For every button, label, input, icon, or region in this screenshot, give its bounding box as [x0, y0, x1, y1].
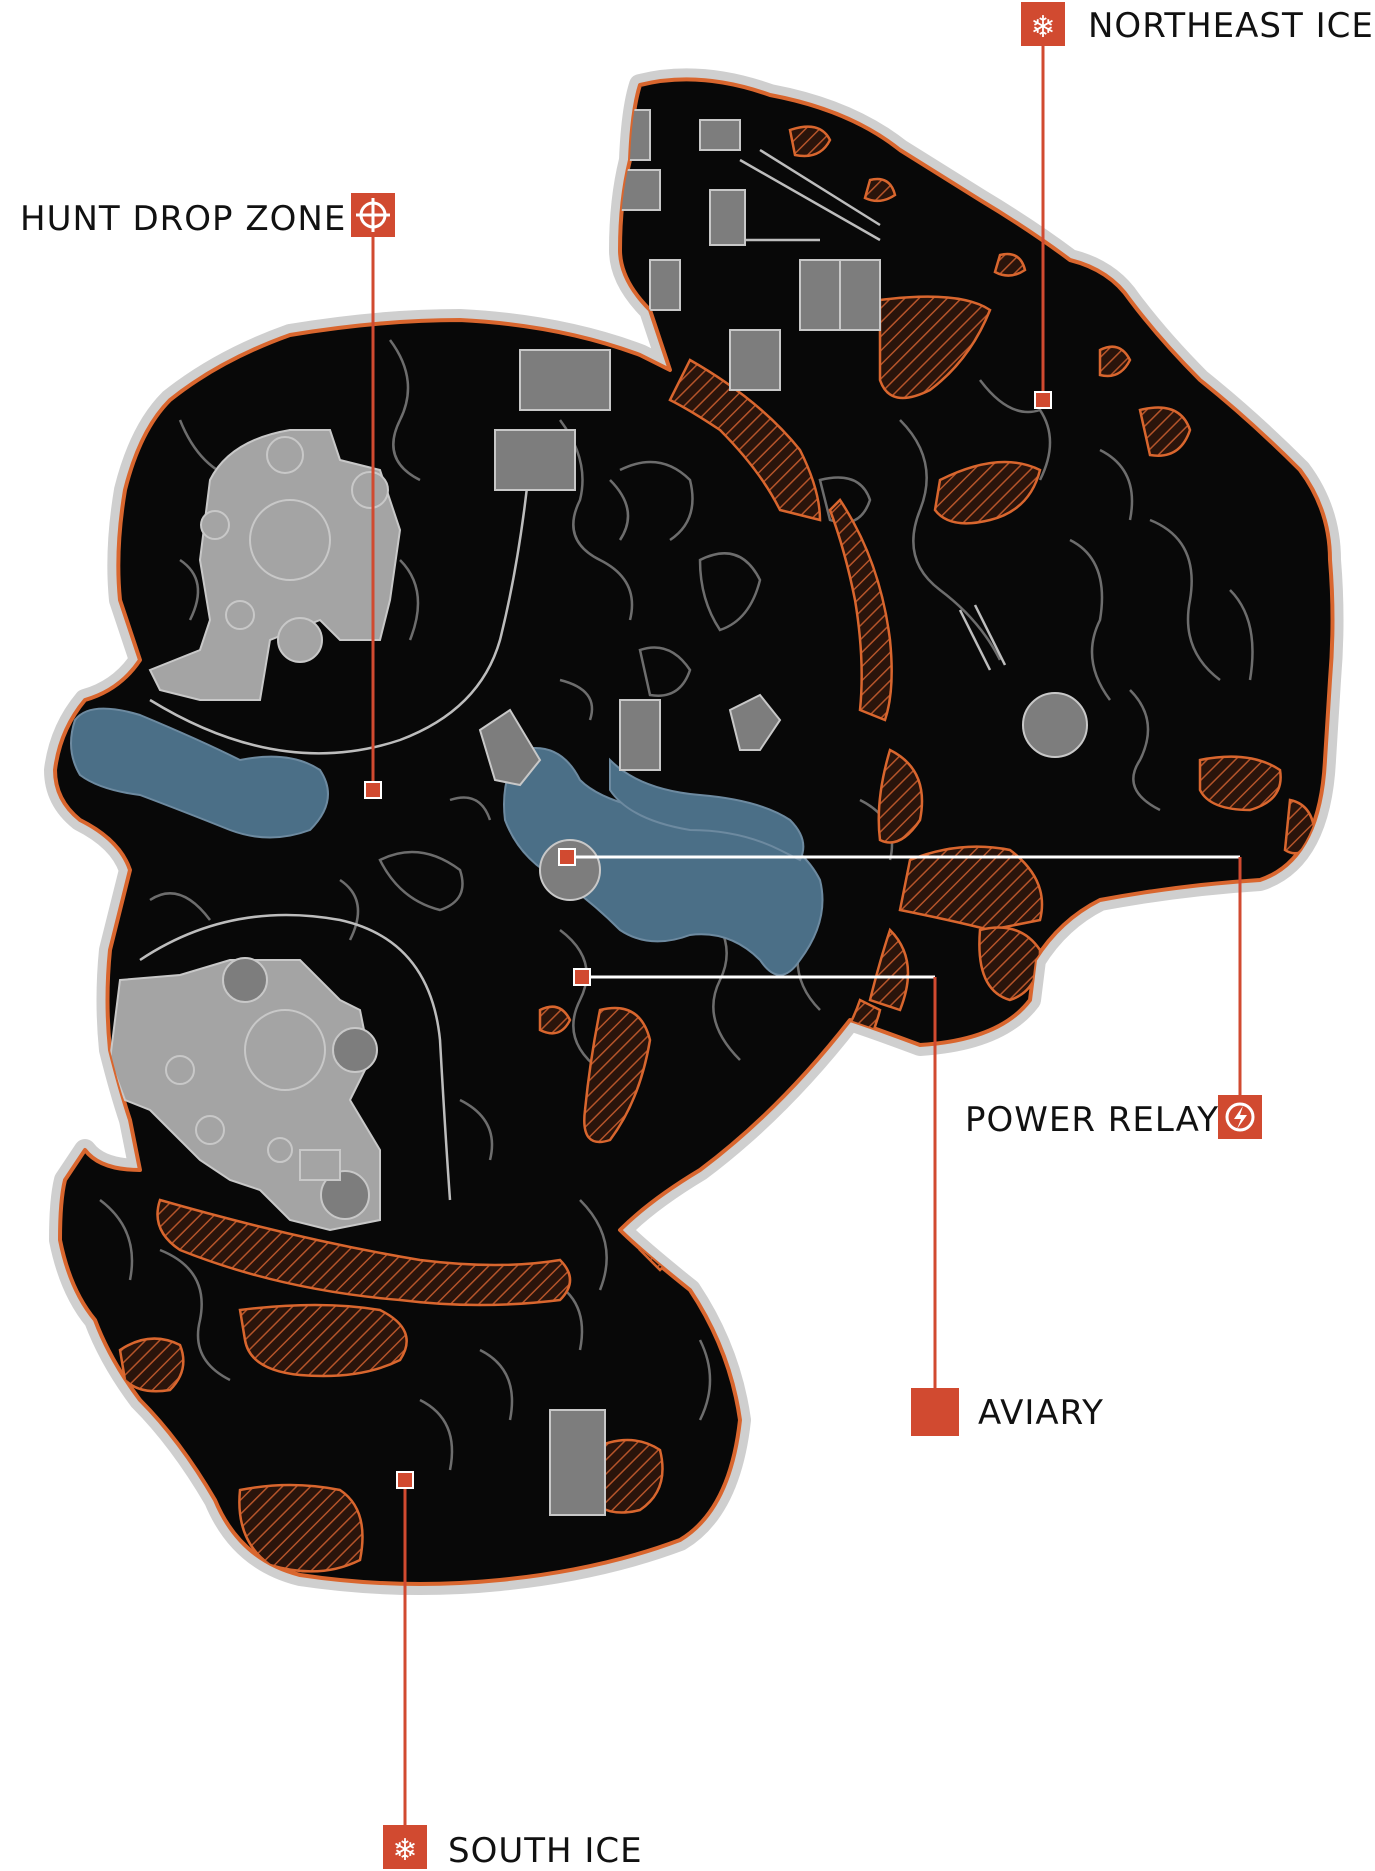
svg-text:❄: ❄	[1030, 10, 1055, 45]
aviary-pin[interactable]	[573, 968, 591, 986]
hazard-zones	[118, 125, 1317, 1573]
snowflake-icon[interactable]: ❄	[383, 1825, 427, 1869]
aviary-label: AVIARY	[978, 1393, 1104, 1433]
snowflake-icon[interactable]: ❄	[1021, 2, 1065, 46]
south-ice-pin[interactable]	[396, 1471, 414, 1489]
compound-walls	[139, 148, 1007, 1201]
square-marker-icon[interactable]	[911, 1388, 959, 1436]
power-relay-label: POWER RELAY	[965, 1100, 1219, 1140]
south-ice-label: SOUTH ICE	[448, 1831, 643, 1871]
northeast-ice-pin[interactable]	[1034, 391, 1052, 409]
hunt-drop-zone-label: HUNT DROP ZONE	[20, 199, 346, 239]
marker-layer: HUNT DROP ZONE ❄ NORTHEAST ICE POWER REL…	[20, 2, 1374, 1871]
central-lake-arm	[609, 757, 805, 862]
northeast-ice-label: NORTHEAST ICE	[1088, 6, 1374, 46]
crosshair-icon[interactable]	[351, 193, 395, 237]
svg-text:❄: ❄	[392, 1833, 417, 1868]
west-lake	[70, 707, 329, 839]
power-relay-pin[interactable]	[558, 848, 576, 866]
buildings	[108, 109, 1088, 1516]
hunt-drop-zone-pin[interactable]	[364, 781, 382, 799]
power-bolt-icon[interactable]	[1218, 1095, 1262, 1139]
